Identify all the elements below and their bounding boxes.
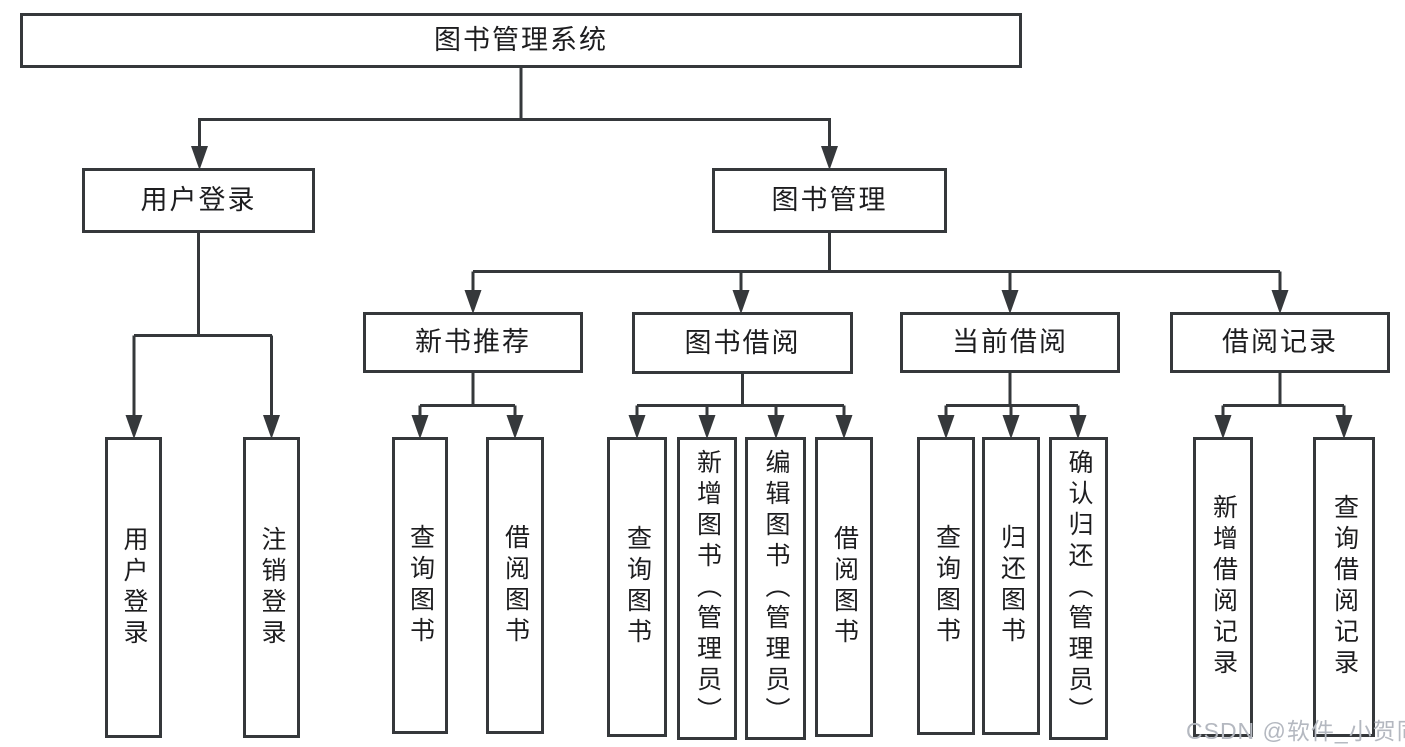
- node-new-book-recommend-label: 新书推荐: [415, 327, 531, 357]
- leaf-add-book-admin: 新增图书（管理员）: [677, 437, 737, 740]
- node-borrowing-records-label: 借阅记录: [1222, 327, 1338, 357]
- leaf-add-book-admin-label: 新增图书（管理员）: [693, 449, 722, 728]
- leaf-edit-book-admin: 编辑图书（管理员）: [745, 437, 806, 740]
- leaf-return-books: 归还图书: [982, 437, 1040, 735]
- node-book-borrowing-label: 图书借阅: [684, 327, 801, 358]
- leaf-user-login-label: 用户登录: [120, 525, 148, 650]
- node-user-login: 用户登录: [82, 168, 315, 233]
- leaf-query-books-borrowing: 查询图书: [607, 437, 667, 737]
- node-borrowing-records: 借阅记录: [1170, 312, 1390, 373]
- leaf-confirm-return-admin: 确认归还（管理员）: [1049, 437, 1108, 740]
- leaf-user-login: 用户登录: [105, 437, 162, 738]
- leaf-borrow-books-recommend: 借阅图书: [486, 437, 544, 734]
- node-book-management-label: 图书管理: [771, 185, 888, 215]
- node-root: 图书管理系统: [20, 13, 1022, 68]
- node-book-management: 图书管理: [712, 168, 947, 233]
- leaf-add-borrow-record-label: 新增借阅记录: [1209, 494, 1238, 680]
- node-book-borrowing: 图书借阅: [632, 312, 853, 374]
- node-root-label: 图书管理系统: [434, 25, 608, 55]
- leaf-query-books-borrowing-label: 查询图书: [623, 525, 652, 649]
- leaf-add-borrow-record: 新增借阅记录: [1193, 437, 1253, 737]
- leaf-confirm-return-admin-label: 确认归还（管理员）: [1065, 449, 1093, 728]
- leaf-query-books-current-label: 查询图书: [932, 524, 961, 648]
- node-new-book-recommend: 新书推荐: [363, 312, 583, 373]
- leaf-borrow-books-borrowing-label: 借阅图书: [830, 525, 859, 649]
- leaf-return-books-label: 归还图书: [997, 524, 1026, 648]
- watermark: CSDN @软件_小贺同学: [1186, 718, 1405, 744]
- leaf-edit-book-admin-label: 编辑图书（管理员）: [762, 449, 790, 728]
- node-current-borrowing: 当前借阅: [900, 312, 1120, 373]
- arrowhead-icons: [125, 146, 1353, 439]
- leaf-borrow-books-recommend-label: 借阅图书: [501, 523, 530, 648]
- leaf-query-books-recommend: 查询图书: [392, 437, 448, 734]
- node-current-borrowing-label: 当前借阅: [952, 327, 1068, 357]
- leaf-logout-label: 注销登录: [258, 525, 286, 650]
- leaf-query-books-recommend-label: 查询图书: [406, 523, 435, 648]
- node-user-login-label: 用户登录: [140, 185, 257, 215]
- leaf-query-borrow-record-label: 查询借阅记录: [1330, 494, 1359, 680]
- leaf-logout: 注销登录: [243, 437, 300, 738]
- leaf-query-borrow-record: 查询借阅记录: [1313, 437, 1375, 737]
- leaf-borrow-books-borrowing: 借阅图书: [815, 437, 873, 737]
- leaf-query-books-current: 查询图书: [917, 437, 975, 735]
